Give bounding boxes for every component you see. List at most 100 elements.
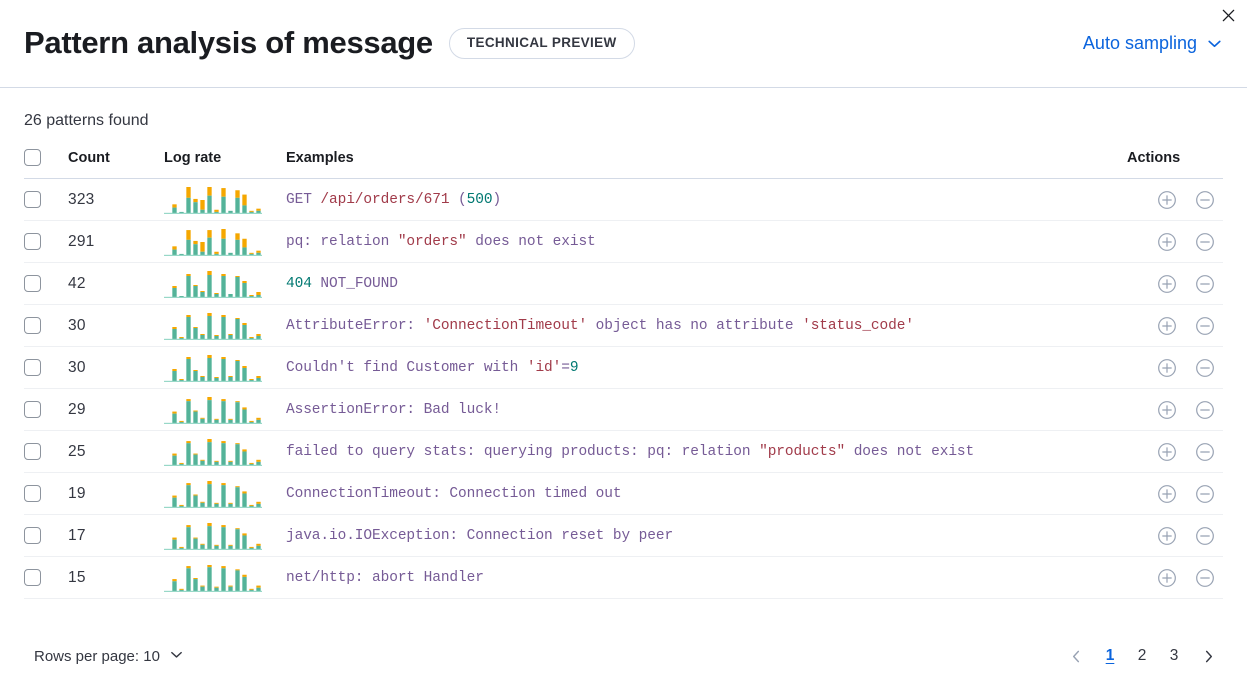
minus-in-circle-icon[interactable] xyxy=(1195,442,1215,462)
row-actions xyxy=(1127,305,1223,346)
log-rate-sparkline xyxy=(164,480,286,508)
row-checkbox[interactable] xyxy=(24,359,41,376)
row-count: 30 xyxy=(68,316,86,334)
example-message: 404 NOT_FOUND xyxy=(286,275,398,292)
minus-in-circle-icon[interactable] xyxy=(1195,400,1215,420)
row-actions xyxy=(1127,557,1223,598)
plus-in-circle-icon[interactable] xyxy=(1157,232,1177,252)
select-all-checkbox[interactable] xyxy=(24,149,41,166)
row-count: 25 xyxy=(68,442,86,460)
row-actions-cell xyxy=(1127,514,1223,557)
minus-in-circle-icon[interactable] xyxy=(1195,190,1215,210)
row-log-rate-cell xyxy=(164,346,286,389)
pagination-page-2[interactable]: 2 xyxy=(1137,647,1147,665)
plus-in-circle-icon[interactable] xyxy=(1157,358,1177,378)
row-log-rate-cell xyxy=(164,262,286,305)
row-checkbox[interactable] xyxy=(24,317,41,334)
pagination-page-3[interactable]: 3 xyxy=(1169,647,1179,665)
plus-in-circle-icon[interactable] xyxy=(1157,442,1177,462)
row-example-cell: AttributeError: 'ConnectionTimeout' obje… xyxy=(286,304,1127,347)
row-count-cell: 29 xyxy=(68,388,164,431)
row-log-rate-cell xyxy=(164,220,286,263)
row-count: 30 xyxy=(68,358,86,376)
table-row[interactable]: 19 ConnectionTimeout: Connection timed o… xyxy=(24,472,1223,515)
row-checkbox[interactable] xyxy=(24,275,41,292)
minus-in-circle-icon[interactable] xyxy=(1195,274,1215,294)
table-row[interactable]: 17 java.io.IOException: Connection reset… xyxy=(24,514,1223,557)
row-checkbox[interactable] xyxy=(24,569,41,586)
minus-in-circle-icon[interactable] xyxy=(1195,316,1215,336)
example-message: AttributeError: 'ConnectionTimeout' obje… xyxy=(286,317,914,334)
table-header: Count Log rate Examples Actions xyxy=(24,149,1223,179)
row-select-cell xyxy=(24,514,68,557)
row-example-cell: Couldn't find Customer with 'id'=9 xyxy=(286,346,1127,389)
plus-in-circle-icon[interactable] xyxy=(1157,274,1177,294)
plus-in-circle-icon[interactable] xyxy=(1157,484,1177,504)
log-rate-sparkline xyxy=(164,312,286,340)
table-row[interactable]: 30 Couldn't find Customer with 'id'=9 xyxy=(24,346,1223,389)
table-row[interactable]: 30 AttributeError: 'ConnectionTimeout' o… xyxy=(24,304,1223,347)
rows-per-page-selector[interactable]: Rows per page: 10 xyxy=(24,647,184,666)
table-body: 323 GET /api/orders/671 (500) 291 xyxy=(24,178,1223,599)
row-log-rate-cell xyxy=(164,388,286,431)
pagination-pages: 1 2 3 xyxy=(1097,641,1187,671)
row-count-cell: 30 xyxy=(68,304,164,347)
log-rate-sparkline xyxy=(164,228,286,256)
table-row[interactable]: 291 pq: relation "orders" does not exist xyxy=(24,220,1223,263)
row-actions-cell xyxy=(1127,430,1223,473)
table-row[interactable]: 29 AssertionError: Bad luck! xyxy=(24,388,1223,431)
row-count: 42 xyxy=(68,274,86,292)
log-rate-sparkline xyxy=(164,354,286,382)
column-header-examples[interactable]: Examples xyxy=(286,149,1127,179)
example-message: Couldn't find Customer with 'id'=9 xyxy=(286,359,579,376)
row-actions xyxy=(1127,221,1223,262)
row-example-cell: 404 NOT_FOUND xyxy=(286,262,1127,305)
table-row[interactable]: 42 404 NOT_FOUND xyxy=(24,262,1223,305)
minus-in-circle-icon[interactable] xyxy=(1195,358,1215,378)
minus-in-circle-icon[interactable] xyxy=(1195,232,1215,252)
plus-in-circle-icon[interactable] xyxy=(1157,568,1177,588)
row-count: 19 xyxy=(68,484,86,502)
log-rate-sparkline xyxy=(164,186,286,214)
row-checkbox[interactable] xyxy=(24,401,41,418)
row-example-cell: net/http: abort Handler xyxy=(286,556,1127,599)
minus-in-circle-icon[interactable] xyxy=(1195,526,1215,546)
plus-in-circle-icon[interactable] xyxy=(1157,316,1177,336)
row-example-cell: ConnectionTimeout: Connection timed out xyxy=(286,472,1127,515)
row-count-cell: 42 xyxy=(68,262,164,305)
row-checkbox[interactable] xyxy=(24,233,41,250)
table-row[interactable]: 15 net/http: abort Handler xyxy=(24,556,1223,599)
log-rate-sparkline xyxy=(164,438,286,466)
column-header-log-rate[interactable]: Log rate xyxy=(164,149,286,179)
chevron-left-icon[interactable] xyxy=(1061,641,1091,671)
row-actions-cell xyxy=(1127,346,1223,389)
row-checkbox[interactable] xyxy=(24,527,41,544)
close-icon[interactable] xyxy=(1215,2,1241,28)
row-checkbox[interactable] xyxy=(24,485,41,502)
chevron-down-icon xyxy=(169,647,184,666)
example-message: GET /api/orders/671 (500) xyxy=(286,191,502,208)
table-row[interactable]: 323 GET /api/orders/671 (500) xyxy=(24,178,1223,221)
chevron-right-icon[interactable] xyxy=(1193,641,1223,671)
minus-in-circle-icon[interactable] xyxy=(1195,484,1215,504)
plus-in-circle-icon[interactable] xyxy=(1157,526,1177,546)
row-actions-cell xyxy=(1127,304,1223,347)
minus-in-circle-icon[interactable] xyxy=(1195,568,1215,588)
auto-sampling-selector[interactable]: Auto sampling xyxy=(1083,33,1223,54)
row-count-cell: 323 xyxy=(68,178,164,221)
row-checkbox[interactable] xyxy=(24,443,41,460)
table-row[interactable]: 25 failed to query stats: querying produ… xyxy=(24,430,1223,473)
row-actions xyxy=(1127,263,1223,304)
row-checkbox[interactable] xyxy=(24,191,41,208)
pagination-page-1[interactable]: 1 xyxy=(1105,647,1115,665)
row-actions-cell xyxy=(1127,388,1223,431)
log-rate-sparkline xyxy=(164,270,286,298)
plus-in-circle-icon[interactable] xyxy=(1157,400,1177,420)
column-header-count[interactable]: Count xyxy=(68,149,164,179)
row-count-cell: 30 xyxy=(68,346,164,389)
row-select-cell xyxy=(24,472,68,515)
row-actions xyxy=(1127,347,1223,388)
column-header-actions: Actions xyxy=(1127,149,1223,179)
plus-in-circle-icon[interactable] xyxy=(1157,190,1177,210)
log-rate-sparkline xyxy=(164,396,286,424)
